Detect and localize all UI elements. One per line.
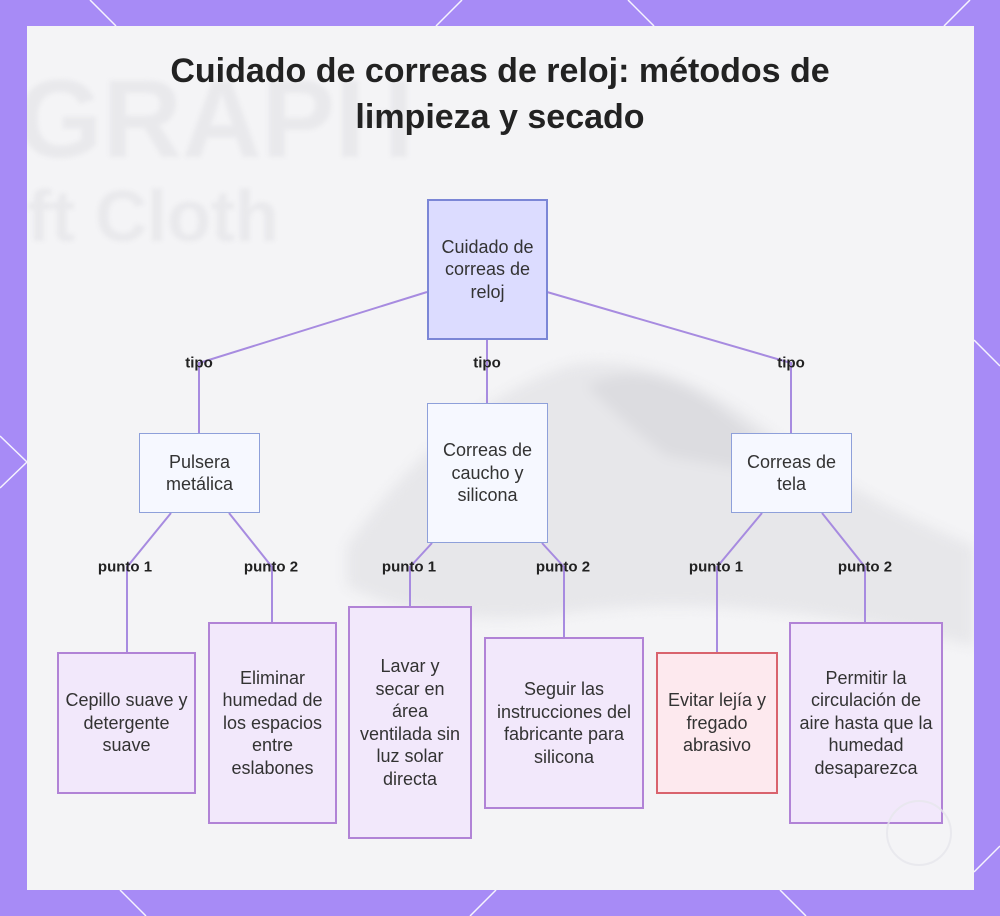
node-rubber-point-2: Seguir las instrucciones del fabricante … — [484, 637, 644, 809]
frame-line — [469, 889, 497, 916]
edge-rubber-1 — [409, 542, 433, 606]
edge-rubber-2 — [541, 542, 565, 637]
node-fabric-point-1-label: Evitar lejía y fregado abrasivo — [667, 690, 767, 756]
frame-line — [779, 889, 807, 916]
node-fabric-strap-label: Correas de tela — [746, 451, 837, 495]
node-rubber-point-2-label: Seguir las instrucciones del fabricante … — [496, 679, 632, 767]
edge-root-fabric — [546, 291, 792, 433]
node-metal-point-2-label: Eliminar humedad de los espacios entre e… — [222, 667, 323, 778]
edge-fabric-1 — [716, 512, 763, 652]
node-rubber-point-1-label: Lavar y secar en área ventilada sin luz … — [359, 656, 461, 789]
node-root: Cuidado de correas de reloj — [427, 199, 548, 340]
node-metal-bracelet-label: Pulsera metálica — [165, 451, 234, 495]
watermark-badge-icon — [886, 800, 952, 866]
edge-label-tipo: tipo — [185, 354, 213, 372]
node-fabric-point-1: Evitar lejía y fregado abrasivo — [656, 652, 778, 794]
node-fabric-strap: Correas de tela — [731, 433, 852, 513]
edge-label-tipo: tipo — [777, 354, 805, 372]
edge-fabric-2 — [821, 512, 866, 622]
frame-line — [0, 435, 28, 463]
node-fabric-point-2: Permitir la circulación de aire hasta qu… — [789, 622, 943, 824]
node-metal-point-1-label: Cepillo suave y detergente suave — [65, 690, 188, 756]
node-metal-point-1: Cepillo suave y detergente suave — [57, 652, 196, 794]
node-rubber-silicone-label: Correas de caucho y silicona — [442, 440, 533, 506]
edge-root-metal — [198, 291, 428, 433]
frame-line — [435, 0, 463, 27]
edge-label-punto-2: punto 2 — [535, 558, 591, 576]
diagram-title: Cuidado de correas de reloj: métodos de … — [170, 52, 830, 136]
node-fabric-point-2-label: Permitir la circulación de aire hasta qu… — [799, 667, 933, 778]
edge-metal-2 — [228, 512, 273, 622]
frame-line — [973, 845, 1000, 873]
frame-line — [943, 0, 971, 27]
edge-label-punto-1: punto 1 — [688, 558, 744, 576]
frame-line — [119, 889, 147, 916]
edge-label-punto-2: punto 2 — [837, 558, 893, 576]
node-metal-point-2: Eliminar humedad de los espacios entre e… — [208, 622, 337, 824]
frame-line — [627, 0, 655, 27]
node-rubber-silicone: Correas de caucho y silicona — [427, 403, 548, 543]
background-text: ft Cloth — [27, 177, 279, 257]
node-metal-bracelet: Pulsera metálica — [139, 433, 260, 513]
node-rubber-point-1: Lavar y secar en área ventilada sin luz … — [348, 606, 472, 839]
frame-line — [0, 461, 28, 489]
frame-line — [89, 0, 117, 27]
node-root-label: Cuidado de correas de reloj — [441, 236, 534, 302]
edge-label-punto-2: punto 2 — [243, 558, 299, 576]
frame-line — [973, 339, 1000, 367]
edge-label-punto-1: punto 1 — [381, 558, 437, 576]
edge-metal-1 — [126, 512, 172, 652]
edge-label-tipo: tipo — [473, 354, 501, 372]
edge-label-punto-1: punto 1 — [97, 558, 153, 576]
background-text: GRAPH — [27, 58, 415, 181]
